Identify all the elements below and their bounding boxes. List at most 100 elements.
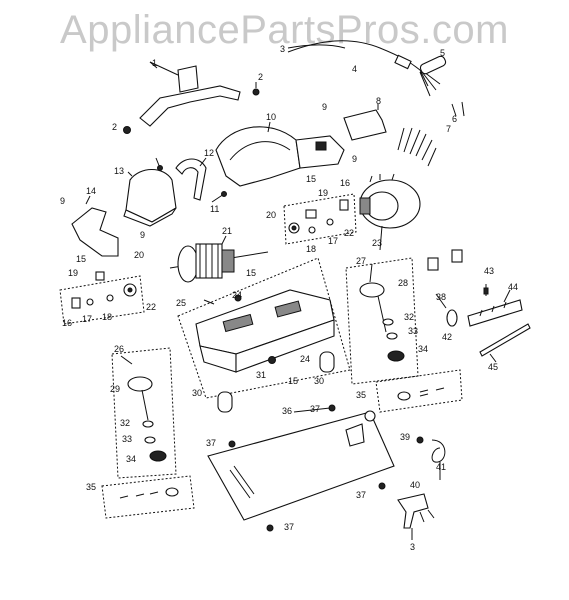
label-19: 19 xyxy=(68,268,78,278)
label-32: 32 xyxy=(120,418,130,428)
label-12: 12 xyxy=(204,148,214,158)
part-8-bracket[interactable] xyxy=(343,109,387,141)
label-22: 22 xyxy=(146,302,156,312)
part-2-screw[interactable] xyxy=(123,82,260,134)
part-19b-brush[interactable] xyxy=(95,271,105,281)
label-17: 17 xyxy=(328,236,338,246)
part-1-bracket[interactable] xyxy=(139,61,241,127)
part-14-bracket[interactable] xyxy=(71,207,119,257)
part-25-frame[interactable] xyxy=(195,289,335,373)
label-10: 10 xyxy=(266,112,276,122)
part-13-fan-housing[interactable] xyxy=(123,168,177,227)
right-wheel-assembly-group xyxy=(345,257,419,385)
label-20: 20 xyxy=(266,210,276,220)
part-43-pin[interactable] xyxy=(483,284,489,296)
label-15: 15 xyxy=(288,376,298,386)
label-30: 30 xyxy=(314,376,324,386)
part-28-wheel[interactable] xyxy=(359,282,387,333)
part-16b-brush-cap[interactable] xyxy=(71,297,81,309)
label-2: 2 xyxy=(112,122,117,132)
label-3: 3 xyxy=(280,44,285,54)
label-21: 21 xyxy=(222,226,232,236)
upper-brush-assembly-group xyxy=(283,193,357,245)
part-35-switch-box-right[interactable] xyxy=(375,369,463,413)
part-17b-spring[interactable] xyxy=(86,298,94,306)
label-8: 8 xyxy=(376,96,381,106)
label-15: 15 xyxy=(246,268,256,278)
part-38-brushes[interactable] xyxy=(427,249,463,271)
part-21-armature[interactable] xyxy=(169,243,269,283)
label-13: 13 xyxy=(114,166,124,176)
part-4-power-cord[interactable] xyxy=(287,40,441,97)
label-3: 3 xyxy=(410,542,415,552)
label-9: 9 xyxy=(60,196,65,206)
left-brush-assembly-group xyxy=(59,275,145,325)
label-38: 38 xyxy=(436,292,446,302)
label-5: 5 xyxy=(440,48,445,58)
left-wheel-assembly-group xyxy=(111,347,177,479)
label-42: 42 xyxy=(442,332,452,342)
label-31: 31 xyxy=(256,370,266,380)
part-17-spring[interactable] xyxy=(326,218,334,226)
label-9: 9 xyxy=(322,102,327,112)
label-9: 9 xyxy=(140,230,145,240)
part-34b-gear[interactable] xyxy=(149,450,167,462)
label-15: 15 xyxy=(76,254,86,264)
label-16: 16 xyxy=(340,178,350,188)
label-40: 40 xyxy=(410,480,420,490)
label-24: 24 xyxy=(232,290,242,300)
label-29: 29 xyxy=(110,384,120,394)
label-15: 15 xyxy=(306,174,316,184)
label-27: 27 xyxy=(356,256,366,266)
label-4: 4 xyxy=(352,64,357,74)
part-44-rack[interactable] xyxy=(467,299,523,327)
part-30-bushing[interactable] xyxy=(217,351,335,413)
part-33-spacer[interactable] xyxy=(386,332,398,340)
label-24: 24 xyxy=(300,354,310,364)
label-22: 22 xyxy=(344,228,354,238)
part-6-terminal[interactable] xyxy=(451,101,465,117)
label-11: 11 xyxy=(210,204,219,214)
part-37-screws[interactable] xyxy=(228,404,386,532)
part-18b-terminal[interactable] xyxy=(106,294,114,302)
part-40-handle[interactable] xyxy=(397,493,435,529)
part-20-brush-holder[interactable] xyxy=(288,222,300,234)
part-20b-brush-holder[interactable] xyxy=(123,283,137,297)
part-36-base-plate[interactable] xyxy=(207,410,395,521)
part-41-spring[interactable] xyxy=(431,439,446,463)
part-7-wire-bundle[interactable] xyxy=(397,127,437,167)
label-6: 6 xyxy=(452,114,457,124)
part-10-motor-housing[interactable] xyxy=(215,126,345,187)
part-35-switch-box-left[interactable] xyxy=(101,475,195,519)
label-36: 36 xyxy=(282,406,292,416)
label-37: 37 xyxy=(284,522,294,532)
part-12-clip[interactable] xyxy=(175,158,207,201)
label-34: 34 xyxy=(418,344,428,354)
label-18: 18 xyxy=(306,244,316,254)
part-23-stator[interactable] xyxy=(359,173,421,229)
leader-lines xyxy=(85,61,511,480)
label-1: 1 xyxy=(152,58,157,68)
part-16-brush-cap[interactable] xyxy=(339,199,349,211)
main-frame-group xyxy=(177,257,351,399)
part-33b-spacer[interactable] xyxy=(144,436,156,444)
part-5-plug-sleeve[interactable] xyxy=(419,55,447,75)
part-19-brush[interactable] xyxy=(305,209,317,219)
part-42-knob[interactable] xyxy=(446,309,458,327)
part-34-gear[interactable] xyxy=(387,350,405,362)
part-31-screw[interactable] xyxy=(268,356,276,364)
label-23: 23 xyxy=(372,238,382,248)
part-32-washer[interactable] xyxy=(382,318,394,326)
label-43: 43 xyxy=(484,266,494,276)
part-32b-washer[interactable] xyxy=(142,420,154,428)
part-45-rod[interactable] xyxy=(479,323,531,357)
part-39-screw[interactable] xyxy=(416,436,424,444)
label-25: 25 xyxy=(176,298,186,308)
label-35: 35 xyxy=(356,390,366,400)
part-18-terminal[interactable] xyxy=(308,226,316,234)
part-29-wheel[interactable] xyxy=(127,376,153,421)
label-28: 28 xyxy=(398,278,408,288)
label-18: 18 xyxy=(102,312,112,322)
